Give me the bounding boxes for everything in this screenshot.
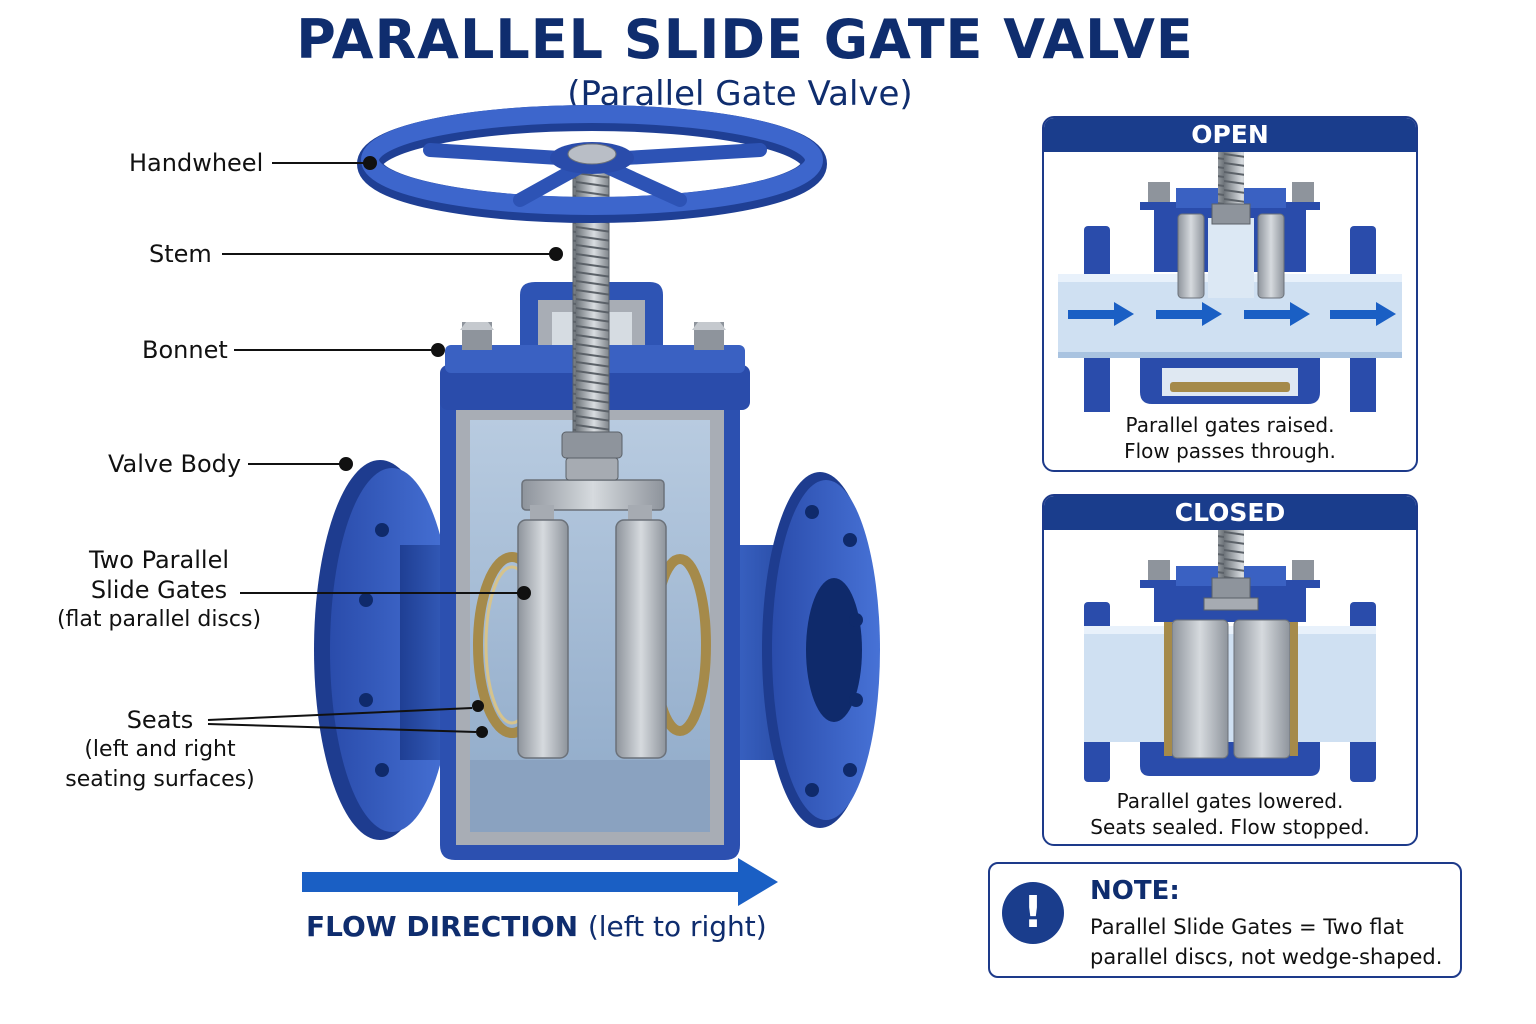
label-seats-title: Seats: [126, 706, 194, 734]
label-seats-sub2: seating surfaces): [65, 767, 255, 792]
right-flange: [762, 472, 880, 828]
open-panel-title: OPEN: [1044, 118, 1416, 152]
open-caption-line2: Flow passes through.: [1124, 439, 1336, 463]
note-text: Parallel Slide Gates = Two flat parallel…: [1090, 912, 1442, 972]
label-gates-sub: (flat parallel discs): [56, 607, 262, 632]
leader-lines: [207, 156, 563, 738]
handwheel-pointer: [363, 156, 377, 170]
closed-caption-line1: Parallel gates lowered.: [1116, 789, 1344, 813]
flow-direction-arrow: [302, 858, 778, 906]
label-handwheel: Handwheel: [129, 149, 264, 177]
flow-direction-label: FLOW DIRECTION (left to right): [306, 910, 767, 943]
label-parallel-slide-gates: Two Parallel Slide Gates (flat parallel …: [48, 545, 270, 635]
flow-label-paren: (left to right): [587, 910, 767, 943]
seat-left-pointer: [472, 700, 484, 712]
note-box: ! NOTE: Parallel Slide Gates = Two flat …: [988, 862, 1462, 978]
closed-state-panel: CLOSED Parallel gates low: [1042, 494, 1418, 846]
label-gates-line2: Slide Gates: [90, 576, 228, 604]
open-caption-line1: Parallel gates raised.: [1125, 413, 1335, 437]
label-seats-sub1: (left and right: [84, 737, 236, 762]
closed-valve-illustration: [1084, 530, 1376, 782]
closed-panel-caption: Parallel gates lowered. Seats sealed. Fl…: [1044, 788, 1416, 840]
exclamation-icon: !: [1002, 882, 1064, 944]
label-bonnet: Bonnet: [142, 336, 228, 364]
label-valve-body: Valve Body: [108, 450, 242, 478]
open-valve-illustration: [1058, 152, 1402, 412]
valve-body-pointer: [339, 457, 353, 471]
page-title: PARALLEL SLIDE GATE VALVE: [296, 8, 1194, 71]
label-seats: Seats (left and right seating surfaces): [50, 705, 270, 795]
note-line1: Parallel Slide Gates = Two flat: [1090, 915, 1404, 939]
note-title: NOTE:: [1090, 876, 1180, 906]
stem-pointer: [549, 247, 563, 261]
open-panel-caption: Parallel gates raised. Flow passes throu…: [1044, 412, 1416, 464]
gates-pointer: [517, 586, 531, 600]
flow-label-bold: FLOW DIRECTION: [306, 910, 579, 943]
open-state-panel: OPEN: [1042, 116, 1418, 472]
closed-caption-line2: Seats sealed. Flow stopped.: [1090, 815, 1370, 839]
note-line2: parallel discs, not wedge-shaped.: [1090, 945, 1443, 969]
seat-right-pointer: [476, 726, 488, 738]
closed-panel-title: CLOSED: [1044, 496, 1416, 530]
label-gates-line1: Two Parallel: [88, 546, 230, 574]
label-stem: Stem: [149, 240, 212, 268]
bonnet-pointer: [431, 343, 445, 357]
parallel-slide-gates: [517, 519, 667, 759]
